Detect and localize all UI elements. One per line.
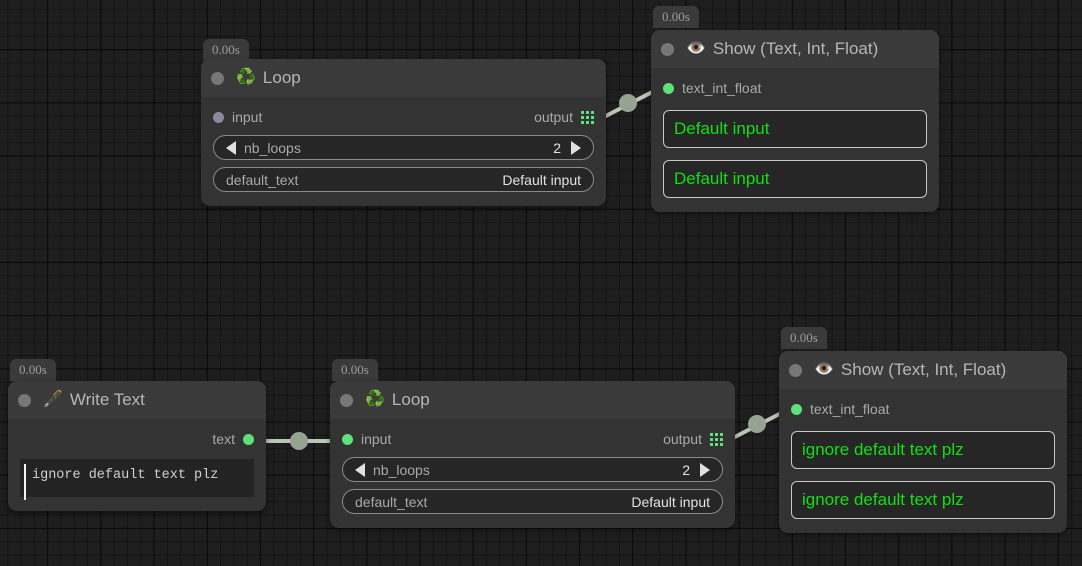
recycle-icon: ♻️ <box>236 69 256 86</box>
status-dot-icon[interactable] <box>340 393 353 407</box>
input-port-group[interactable]: text_int_float <box>791 401 889 417</box>
status-dot-icon[interactable] <box>789 363 802 377</box>
eye-icon: 👁️ <box>814 361 834 378</box>
input-port-group[interactable]: text_int_float <box>663 80 761 96</box>
output-port-group[interactable]: output <box>663 431 723 447</box>
input-port-dot-icon[interactable] <box>213 111 224 123</box>
node-title: Show (Text, Int, Float) <box>840 360 1007 379</box>
input-port-dot-icon[interactable] <box>663 82 674 94</box>
node-title: Loop <box>391 390 430 409</box>
node-header-show-1[interactable]: 👁️ Show (Text, Int, Float) <box>651 30 939 68</box>
triangle-right-icon[interactable] <box>700 462 710 477</box>
output-display-box: ignore default text plz <box>791 481 1055 519</box>
triangle-right-icon[interactable] <box>571 140 581 155</box>
node-header-show-2[interactable]: 👁️ Show (Text, Int, Float) <box>779 351 1067 389</box>
output-port-label: output <box>534 109 573 125</box>
recycle-icon: ♻️ <box>365 391 385 408</box>
text-cursor <box>24 464 26 500</box>
field-default-text[interactable]: default_text Default input <box>342 489 723 514</box>
input-port-dot-icon[interactable] <box>791 403 802 415</box>
node-title: Loop <box>262 68 301 87</box>
stepper-decrement-group[interactable]: nb_loops <box>226 140 301 156</box>
field-nb-loops[interactable]: nb_loops 2 <box>342 457 723 482</box>
node-timestamp-show-1: 0.00s <box>653 6 699 29</box>
status-dot-icon[interactable] <box>18 393 31 407</box>
node-body-loop-1: input output nb_loops 2 <box>201 97 606 206</box>
field-label: nb_loops <box>244 139 301 156</box>
node-timestamp-show-2: 0.00s <box>781 327 827 350</box>
node-timestamp-write-text: 0.00s <box>10 359 56 382</box>
node-loop-2[interactable]: ♻️ Loop input output nb_loops <box>330 381 735 528</box>
port-row: input output <box>213 107 594 127</box>
input-port-dot-icon[interactable] <box>342 433 353 445</box>
status-dot-icon[interactable] <box>211 71 224 85</box>
stepper-decrement-group[interactable]: nb_loops <box>355 462 430 478</box>
node-body-write-text: text ignore default text plz <box>8 419 266 511</box>
node-title: Write Text <box>69 390 145 409</box>
node-body-show-1: text_int_float Default input Default inp… <box>651 68 939 212</box>
text-input-value: ignore default text plz <box>32 468 219 483</box>
field-label: default_text <box>355 493 428 510</box>
field-value: Default input <box>502 171 581 188</box>
input-port-label: text_int_float <box>810 401 890 417</box>
field-value: Default input <box>631 493 710 510</box>
edge-handle-loop1-show1[interactable] <box>619 94 637 112</box>
node-header-loop-1[interactable]: ♻️ Loop <box>201 59 606 97</box>
triangle-left-icon[interactable] <box>226 140 236 155</box>
field-label: nb_loops <box>373 461 430 478</box>
field-default-text[interactable]: default_text Default input <box>213 167 594 192</box>
output-display-box: Default input <box>663 160 927 198</box>
input-port-label: input <box>232 109 263 125</box>
grid-icon[interactable] <box>710 432 723 446</box>
output-port-dot-icon[interactable] <box>243 433 254 445</box>
edge-handle-loop2-show2[interactable] <box>748 415 766 433</box>
node-title: Show (Text, Int, Float) <box>712 39 879 58</box>
edge-handle-writetext-loop2[interactable] <box>290 432 308 450</box>
node-loop-1[interactable]: ♻️ Loop input output nb_loops <box>201 59 606 206</box>
input-port-group[interactable]: input <box>342 431 391 447</box>
output-port-group[interactable]: output <box>534 109 594 125</box>
node-timestamp-loop-2: 0.00s <box>332 359 378 382</box>
port-row: text_int_float <box>663 78 927 98</box>
output-port-label: text <box>212 431 235 447</box>
status-dot-icon[interactable] <box>661 42 674 56</box>
input-port-label: text_int_float <box>682 80 762 96</box>
input-port-group[interactable]: input <box>213 109 262 125</box>
node-show-2[interactable]: 👁️ Show (Text, Int, Float) text_int_floa… <box>779 351 1067 533</box>
field-label: default_text <box>226 171 299 188</box>
output-port-label: output <box>663 431 702 447</box>
stepper-increment-group[interactable]: 2 <box>553 140 581 156</box>
field-value: 2 <box>682 461 690 478</box>
node-body-loop-2: input output nb_loops 2 <box>330 419 735 528</box>
input-port-label: input <box>361 431 392 447</box>
port-row: text <box>20 429 254 449</box>
triangle-left-icon[interactable] <box>355 462 365 477</box>
output-display-box: Default input <box>663 110 927 148</box>
port-row: text_int_float <box>791 399 1055 419</box>
output-port-group[interactable]: text <box>212 431 254 447</box>
node-show-1[interactable]: 👁️ Show (Text, Int, Float) text_int_floa… <box>651 30 939 212</box>
fountain-pen-icon: 🖋️ <box>43 391 63 408</box>
field-value: 2 <box>553 139 561 156</box>
eye-icon: 👁️ <box>686 40 706 57</box>
output-display-box: ignore default text plz <box>791 431 1055 469</box>
field-nb-loops[interactable]: nb_loops 2 <box>213 135 594 160</box>
stepper-increment-group[interactable]: 2 <box>682 462 710 478</box>
port-row: input output <box>342 429 723 449</box>
grid-icon[interactable] <box>581 110 594 124</box>
text-input-area[interactable]: ignore default text plz <box>20 459 254 500</box>
node-write-text[interactable]: 🖋️ Write Text text ignore default text p… <box>8 381 266 511</box>
node-body-show-2: text_int_float ignore default text plz i… <box>779 389 1067 533</box>
node-header-write-text[interactable]: 🖋️ Write Text <box>8 381 266 419</box>
node-timestamp-loop-1: 0.00s <box>203 39 249 62</box>
node-header-loop-2[interactable]: ♻️ Loop <box>330 381 735 419</box>
